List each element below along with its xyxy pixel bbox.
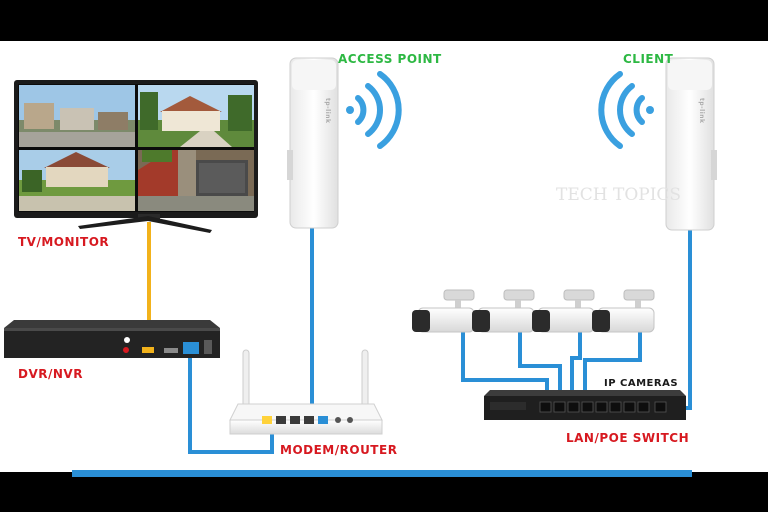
router-antenna-left: [242, 349, 250, 413]
wifi-signal-icon: [598, 71, 654, 149]
cables: [147, 222, 692, 454]
watermark-text: TECH TOPICS: [556, 185, 681, 205]
camera-feed-1: [19, 85, 135, 147]
router-lan-port: [304, 416, 314, 424]
camera-cable-2: [518, 330, 562, 408]
dvr-video-port: [142, 347, 154, 353]
label-modem-router: MODEM/ROUTER: [280, 443, 397, 457]
camera-lens: [592, 310, 610, 332]
modem-router-device: [229, 349, 383, 435]
label-ip-cameras: IP CAMERAS: [604, 378, 678, 389]
camera-lens: [472, 310, 490, 332]
access-point-device: tp-link: [287, 57, 339, 229]
router-antenna-right: [361, 349, 369, 413]
camera-lens: [412, 310, 430, 332]
dvr-audio-port: [123, 347, 129, 353]
ip-camera-3: [532, 289, 595, 333]
dvr-router-cable: [188, 352, 274, 454]
ip-camera-2: [472, 289, 535, 333]
camera-feed-3: [19, 150, 135, 211]
camera-feed-4: [138, 150, 254, 211]
bottom-accent-bar: [72, 470, 692, 477]
tv-monitor: [14, 80, 258, 233]
label-lan-poe-switch: LAN/POE SWITCH: [566, 431, 689, 445]
dvr-hdmi-port: [164, 348, 178, 353]
camera-feed-2: [138, 85, 254, 147]
label-access-point: ACCESS POINT: [338, 52, 442, 66]
camera-lens: [532, 310, 550, 332]
router-wan-port: [262, 416, 272, 424]
ip-camera-4: [592, 289, 655, 333]
router-lan-port: [318, 416, 328, 424]
wifi-signal-icon: [346, 71, 402, 149]
tp-link-logo: tp-link: [324, 98, 331, 124]
dvr-lan-port: [183, 342, 199, 354]
dvr-port: [124, 337, 130, 343]
tp-link-logo: tp-link: [698, 98, 705, 124]
label-tv-monitor: TV/MONITOR: [18, 235, 109, 249]
switch-ports: [539, 401, 667, 413]
client-device: tp-link: [665, 57, 717, 231]
label-client: CLIENT: [623, 52, 674, 66]
router-lan-port: [290, 416, 300, 424]
lan-poe-switch-device: [484, 390, 686, 420]
camera-cable-4: [583, 330, 642, 408]
label-dvr-nvr: DVR/NVR: [18, 367, 83, 381]
ip-camera-1: [412, 289, 475, 333]
dvr-nvr-device: [4, 320, 220, 358]
camera-cable-3: [570, 330, 582, 408]
tv-stand: [78, 216, 212, 233]
ip-cameras: [412, 289, 655, 333]
router-lan-port: [276, 416, 286, 424]
